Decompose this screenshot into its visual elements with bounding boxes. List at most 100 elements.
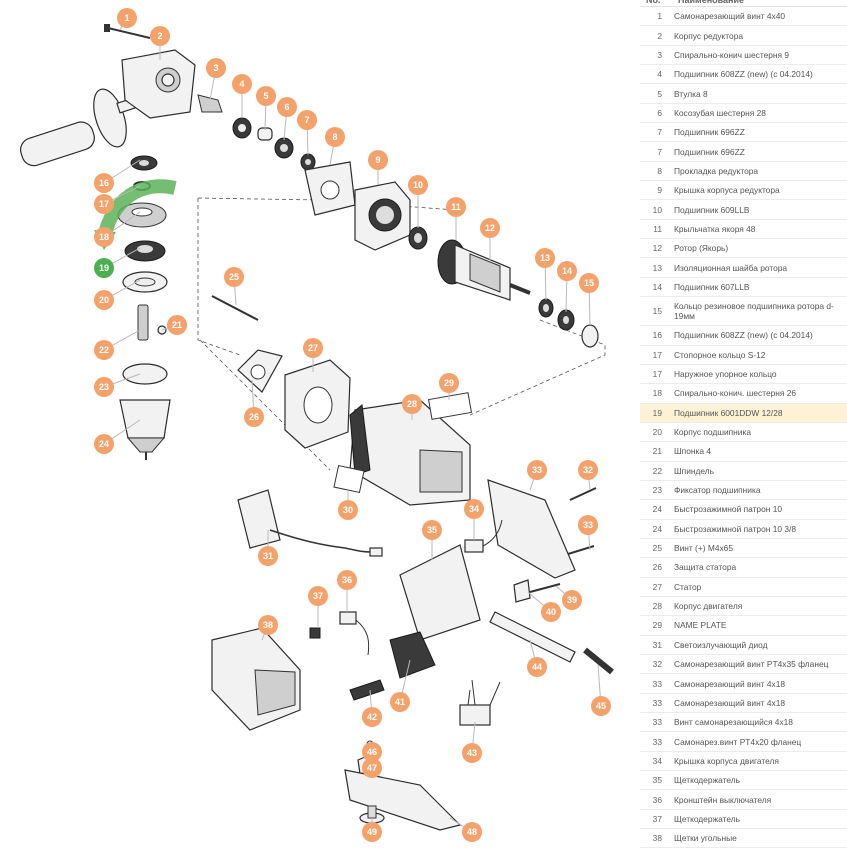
callout-46[interactable]: 46 bbox=[362, 742, 382, 762]
callout-33[interactable]: 33 bbox=[527, 460, 547, 480]
callout-circle[interactable] bbox=[94, 173, 114, 193]
callout-23[interactable]: 23 bbox=[94, 377, 114, 397]
callout-circle[interactable] bbox=[308, 586, 328, 606]
callout-circle[interactable] bbox=[527, 460, 547, 480]
callout-circle[interactable] bbox=[94, 340, 114, 360]
callout-circle[interactable] bbox=[206, 58, 226, 78]
callout-12[interactable]: 12 bbox=[480, 218, 500, 238]
callout-40[interactable]: 40 bbox=[541, 602, 561, 622]
callout-20[interactable]: 20 bbox=[94, 290, 114, 310]
callout-circle[interactable] bbox=[362, 707, 382, 727]
callout-circle[interactable] bbox=[462, 743, 482, 763]
callout-circle[interactable] bbox=[94, 434, 114, 454]
callout-circle[interactable] bbox=[232, 74, 252, 94]
callout-circle[interactable] bbox=[338, 500, 358, 520]
callout-33[interactable]: 33 bbox=[578, 515, 598, 535]
callout-39[interactable]: 39 bbox=[562, 590, 582, 610]
callout-circle[interactable] bbox=[94, 194, 114, 214]
callout-43[interactable]: 43 bbox=[462, 743, 482, 763]
callout-16[interactable]: 16 bbox=[94, 173, 114, 193]
callout-28[interactable]: 28 bbox=[402, 394, 422, 414]
callout-3[interactable]: 3 bbox=[206, 58, 226, 78]
callout-circle[interactable] bbox=[446, 197, 466, 217]
callout-38[interactable]: 38 bbox=[258, 615, 278, 635]
callout-48[interactable]: 48 bbox=[462, 822, 482, 842]
callout-circle[interactable] bbox=[422, 520, 442, 540]
callout-circle[interactable] bbox=[402, 394, 422, 414]
callout-21[interactable]: 21 bbox=[167, 315, 187, 335]
callout-25[interactable]: 25 bbox=[224, 267, 244, 287]
callout-circle[interactable] bbox=[277, 97, 297, 117]
callout-2[interactable]: 2 bbox=[150, 26, 170, 46]
callout-circle[interactable] bbox=[303, 338, 323, 358]
callout-circle[interactable] bbox=[337, 570, 357, 590]
callout-circle[interactable] bbox=[256, 86, 276, 106]
callout-circle[interactable] bbox=[94, 227, 114, 247]
callout-circle[interactable] bbox=[297, 110, 317, 130]
callout-26[interactable]: 26 bbox=[244, 407, 264, 427]
callout-18[interactable]: 18 bbox=[94, 227, 114, 247]
callout-8[interactable]: 8 bbox=[325, 127, 345, 147]
callout-circle[interactable] bbox=[325, 127, 345, 147]
callout-11[interactable]: 11 bbox=[446, 197, 466, 217]
callout-7[interactable]: 7 bbox=[297, 110, 317, 130]
callout-44[interactable]: 44 bbox=[527, 657, 547, 677]
callout-10[interactable]: 10 bbox=[408, 175, 428, 195]
callout-circle[interactable] bbox=[94, 377, 114, 397]
callout-circle[interactable] bbox=[362, 758, 382, 778]
callout-47[interactable]: 47 bbox=[362, 758, 382, 778]
callout-30[interactable]: 30 bbox=[338, 500, 358, 520]
callout-41[interactable]: 41 bbox=[390, 692, 410, 712]
callout-circle[interactable] bbox=[408, 175, 428, 195]
callout-circle[interactable] bbox=[578, 515, 598, 535]
callout-4[interactable]: 4 bbox=[232, 74, 252, 94]
callout-circle[interactable] bbox=[390, 692, 410, 712]
callout-circle[interactable] bbox=[480, 218, 500, 238]
callout-6[interactable]: 6 bbox=[277, 97, 297, 117]
callout-circle[interactable] bbox=[224, 267, 244, 287]
callout-24[interactable]: 24 bbox=[94, 434, 114, 454]
callout-5[interactable]: 5 bbox=[256, 86, 276, 106]
callout-17[interactable]: 17 bbox=[94, 194, 114, 214]
callout-circle[interactable] bbox=[462, 822, 482, 842]
callout-1[interactable]: 1 bbox=[117, 8, 137, 28]
callout-37[interactable]: 37 bbox=[308, 586, 328, 606]
callout-22[interactable]: 22 bbox=[94, 340, 114, 360]
callout-13[interactable]: 13 bbox=[535, 248, 555, 268]
callout-32[interactable]: 32 bbox=[578, 460, 598, 480]
callout-circle[interactable] bbox=[258, 615, 278, 635]
callout-circle[interactable] bbox=[244, 407, 264, 427]
callout-36[interactable]: 36 bbox=[337, 570, 357, 590]
